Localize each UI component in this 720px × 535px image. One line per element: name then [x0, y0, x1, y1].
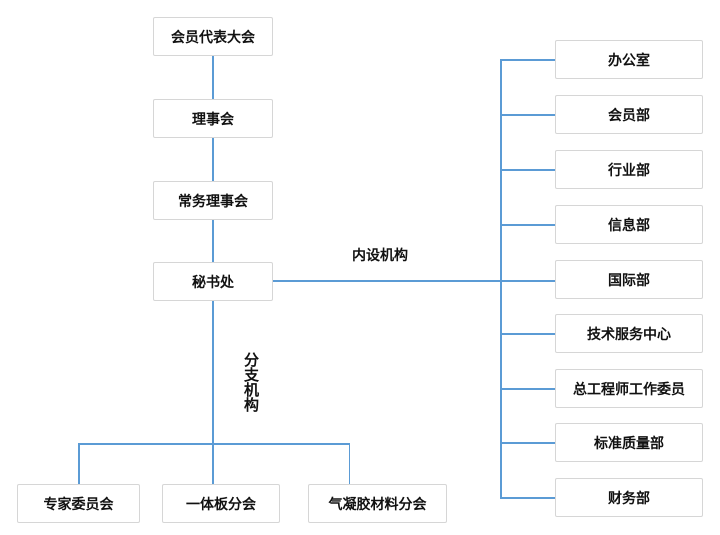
connector-internal-b2	[501, 114, 555, 116]
node-standing-council: 常务理事会	[153, 181, 273, 220]
connector-secretariat-h	[273, 280, 555, 282]
connector-internal-b8	[501, 442, 555, 444]
connector-internal-b9	[501, 497, 555, 499]
node-industry-dept: 行业部	[555, 150, 703, 189]
node-integrated-panel-branch: 一体板分会	[162, 484, 280, 523]
connector-branch-h	[78, 443, 350, 445]
node-council: 理事会	[153, 99, 273, 138]
connector-branch-drop3	[348, 444, 350, 484]
connector-internal-b1	[501, 59, 555, 61]
node-tech-service-center: 技术服务中心	[555, 314, 703, 353]
connector-internal-b4	[501, 224, 555, 226]
connector-internal-b7	[501, 388, 555, 390]
node-information-dept: 信息部	[555, 205, 703, 244]
label-branch-orgs: 分支机构	[242, 352, 260, 412]
connector-internal-b6	[501, 333, 555, 335]
node-expert-committee: 专家委员会	[17, 484, 140, 523]
node-secretariat: 秘书处	[153, 262, 273, 301]
connector-internal-trunk	[500, 59, 502, 499]
connector-main-v2	[212, 138, 214, 181]
node-member-congress: 会员代表大会	[153, 17, 273, 56]
node-membership-dept: 会员部	[555, 95, 703, 134]
connector-branch-stem	[212, 301, 214, 445]
label-internal-orgs: 内设机构	[352, 248, 408, 264]
node-aerogel-branch: 气凝胶材料分会	[308, 484, 447, 523]
connector-main-v1	[212, 56, 214, 99]
node-international-dept: 国际部	[555, 260, 703, 299]
connector-internal-b3	[501, 169, 555, 171]
connector-branch-drop2	[212, 444, 214, 484]
connector-branch-drop1	[78, 444, 80, 484]
node-chief-engineer-committee: 总工程师工作委员	[555, 369, 703, 408]
node-standards-quality-dept: 标准质量部	[555, 423, 703, 462]
connector-main-v3	[212, 220, 214, 262]
node-finance-dept: 财务部	[555, 478, 703, 517]
node-office: 办公室	[555, 40, 703, 79]
